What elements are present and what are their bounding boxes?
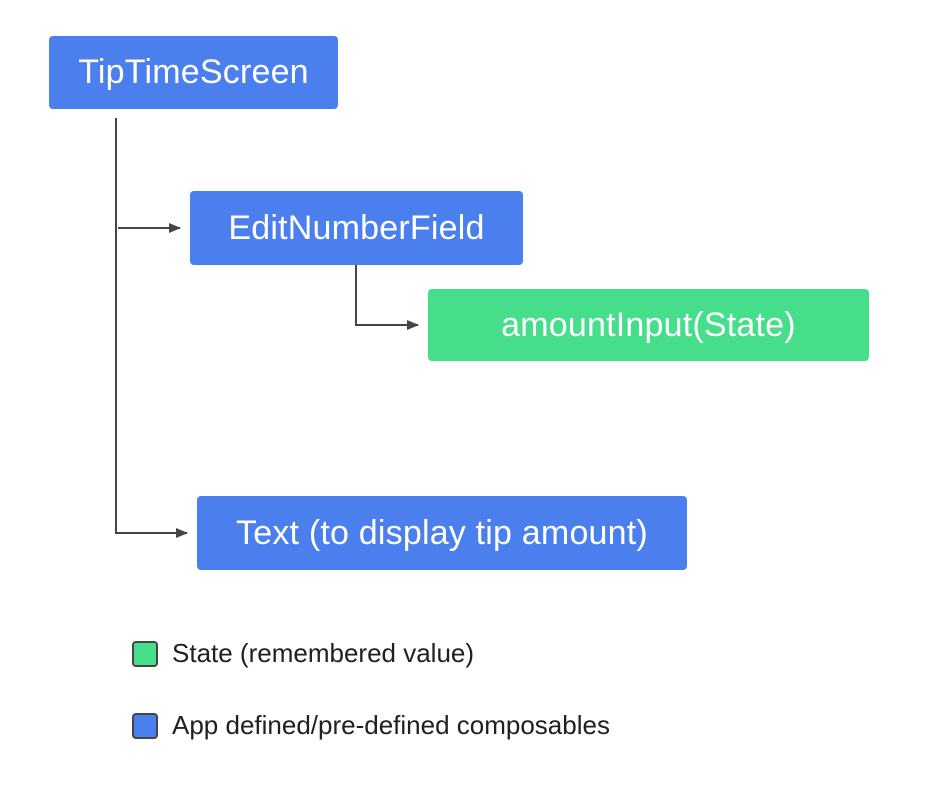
legend-label-state: State (remembered value) (172, 638, 475, 668)
legend-item-state: State (remembered value) (132, 638, 474, 669)
node-edit-number-field: EditNumberField (190, 191, 523, 265)
node-text-display-label: Text (to display tip amount) (236, 513, 648, 552)
node-amount-input-label: amountInput(State) (501, 305, 796, 344)
node-tip-time-screen: TipTimeScreen (49, 36, 338, 109)
legend-swatch-state (132, 640, 158, 667)
connector-to-amount-input (355, 265, 419, 330)
node-edit-number-field-label: EditNumberField (228, 208, 485, 247)
connector-trunk (115, 118, 188, 538)
legend-item-composable: App defined/pre-defined composables (132, 710, 610, 741)
legend-label-composable: App defined/pre-defined composables (172, 710, 610, 740)
node-tip-time-screen-label: TipTimeScreen (78, 53, 309, 91)
node-text-display: Text (to display tip amount) (197, 496, 687, 570)
node-amount-input: amountInput(State) (428, 289, 869, 361)
legend-swatch-composable (132, 712, 158, 739)
